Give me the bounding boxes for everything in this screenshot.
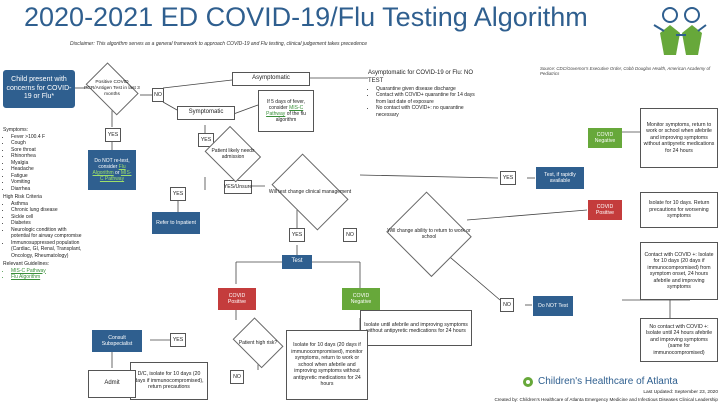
yes-node: YES (105, 128, 121, 142)
last-updated: Last Updated: September 23, 2020 (643, 390, 718, 395)
patient-admission-decision: Patient likely needs admission (203, 130, 263, 178)
high-risk-item: Sickle cell (11, 214, 83, 221)
symptom-item: Rhinorrhea (11, 153, 83, 160)
no-node: NO (152, 88, 164, 102)
test-node: Test (282, 255, 312, 269)
asymptomatic-no-test-header: Asymptomatic for COVID-19 or Flu: NO TES… (368, 70, 474, 84)
yes-node: YES (289, 228, 305, 242)
covid-negative-node: COVID Negative (342, 288, 380, 310)
do-not-retest-node: Do NOT re-test, consider Flu Algorithm o… (88, 150, 136, 190)
symptom-item: Vomiting (11, 179, 83, 186)
flu-algorithm-link[interactable]: Flu Algorithm (92, 163, 126, 176)
page-title: 2020-2021 ED COVID-19/Flu Testing Algori… (24, 2, 588, 32)
children-logo-image (650, 3, 712, 65)
contact-covid-node: Contact with COVID +: Isolate for 10 day… (640, 242, 718, 300)
org-logo: Children's Healthcare of Atlanta (522, 374, 718, 388)
symptoms-header: Symptoms: (3, 127, 29, 133)
org-name: Children's Healthcare of Atlanta (538, 375, 678, 387)
mis-c-link[interactable]: MIS-C Pathway (11, 268, 83, 275)
flu-algorithm-link[interactable]: Flu Algorithm (11, 274, 83, 281)
do-not-test-node: Do NOT Test (533, 296, 573, 316)
symptoms-panel: Symptoms: Fever >100.4 F Cough Sore thro… (3, 127, 83, 281)
asymptomatic-bullets: Quarantine given disease discharge Conta… (368, 86, 486, 119)
symptom-item: Diarrhea (11, 186, 83, 193)
no-node: NO (230, 370, 244, 384)
high-risk-item: Diabetes (11, 220, 83, 227)
do-not-retest-text: Do NOT re-test, consider (94, 157, 130, 170)
mis-c-link[interactable]: MIS-C Pathway (99, 170, 132, 183)
yes-node: YES (500, 171, 516, 185)
no-node: NO (343, 228, 357, 242)
child-present-node: Child present with concerns for COVID-19… (3, 70, 75, 108)
symptom-item: Myalgia (11, 160, 83, 167)
no-node: NO (500, 298, 514, 312)
relevant-guidelines-header: Relevant Guidelines: (3, 261, 50, 267)
asymptomatic-bullet: No contact with COVID+: no quarantine ne… (376, 105, 486, 118)
asymptomatic-bullet: Quarantine given disease discharge (376, 86, 486, 93)
high-risk-item: Asthma (11, 201, 83, 208)
isolate-until-afebrile-node: Isolate until afebrile and improving sym… (360, 310, 472, 346)
high-risk-item: Immunosuppressed population (Cardiac, GI… (11, 240, 83, 260)
monitor-symptoms-node: Monitor symptoms, return to work or scho… (640, 108, 718, 168)
symptom-item: Fever >100.4 F (11, 134, 83, 141)
return-to-school-decision: Will change ability to return to work or… (385, 195, 473, 273)
high-risk-item: Chronic lung disease (11, 207, 83, 214)
symptom-item: Fatigue (11, 173, 83, 180)
covid-positive-node: COVID Positive (218, 288, 256, 310)
covid-negative-right-node: COVID Negative (588, 128, 622, 148)
disclaimer: Disclaimer: This algorithm serves as a g… (70, 41, 368, 47)
symptom-item: Sore throat (11, 147, 83, 154)
refer-inpatient-node: Refer to Inpatient (152, 212, 200, 234)
relevant-guidelines-list: MIS-C Pathway Flu Algorithm (3, 268, 83, 281)
fever-suffix-text: of the flu algorithm (275, 111, 306, 124)
positive-covid-decision: Positive COVID PCR/Antigen Test in last … (82, 68, 142, 110)
symptom-item: Headache (11, 166, 83, 173)
asymptomatic-node: Asymptomatic (232, 72, 310, 86)
high-risk-list: Asthma Chronic lung disease Sickle cell … (3, 201, 83, 260)
patient-high-risk-decision: Patient high risk? (230, 322, 286, 364)
isolate-ten-twenty-node: Isolate for 10 days (20 days if immunoco… (286, 330, 368, 400)
symptom-item: Cough (11, 140, 83, 147)
yes-unsure-node: YES/Unsure (224, 180, 252, 194)
high-risk-item: Neurologic condition with potential for … (11, 227, 83, 240)
symptoms-list: Fever >100.4 F Cough Sore throat Rhinorr… (3, 134, 83, 193)
yes-node: YES (170, 333, 186, 347)
covid-positive-right-node: COVID Positive (588, 200, 622, 220)
no-contact-covid-node: No contact with COVID +: Isolate until 2… (640, 318, 718, 362)
fever-days-text: If 5 days of fever, consider (266, 98, 306, 111)
or-text: or (115, 170, 120, 176)
org-logo-icon (522, 375, 534, 387)
fever-five-days-node: If 5 days of fever, consider MIS-C Pathw… (258, 90, 314, 132)
isolate-ten-days-node: Isolate for 10 days. Return precautions … (640, 192, 718, 228)
consult-subspecialist-node: Consult Subspecialist (92, 330, 142, 352)
test-if-available-node: Test, if rapidly available (536, 167, 584, 189)
created-by: Created by: Children's Healthcare of Atl… (494, 397, 718, 402)
symptomatic-node: Symptomatic (177, 106, 235, 120)
mis-c-link[interactable]: MIS-C Pathway (266, 104, 304, 117)
asymptomatic-no-test-panel: Asymptomatic for COVID-19 or Flu: NO TES… (368, 70, 486, 118)
admit-node: Admit (88, 370, 136, 398)
yes-node: YES (170, 187, 186, 201)
test-change-management-decision: Will test change clinical management (265, 162, 355, 222)
asymptomatic-bullet: Contact with COVID+ quarantine for 14 da… (376, 92, 486, 105)
high-risk-header: High Risk Criteria (3, 194, 42, 200)
source-note: Source: CDC/Governor's Executive Order, … (540, 66, 711, 76)
discharge-isolate-node: D/C, isolate for 10 days (20 days if imm… (130, 362, 208, 400)
